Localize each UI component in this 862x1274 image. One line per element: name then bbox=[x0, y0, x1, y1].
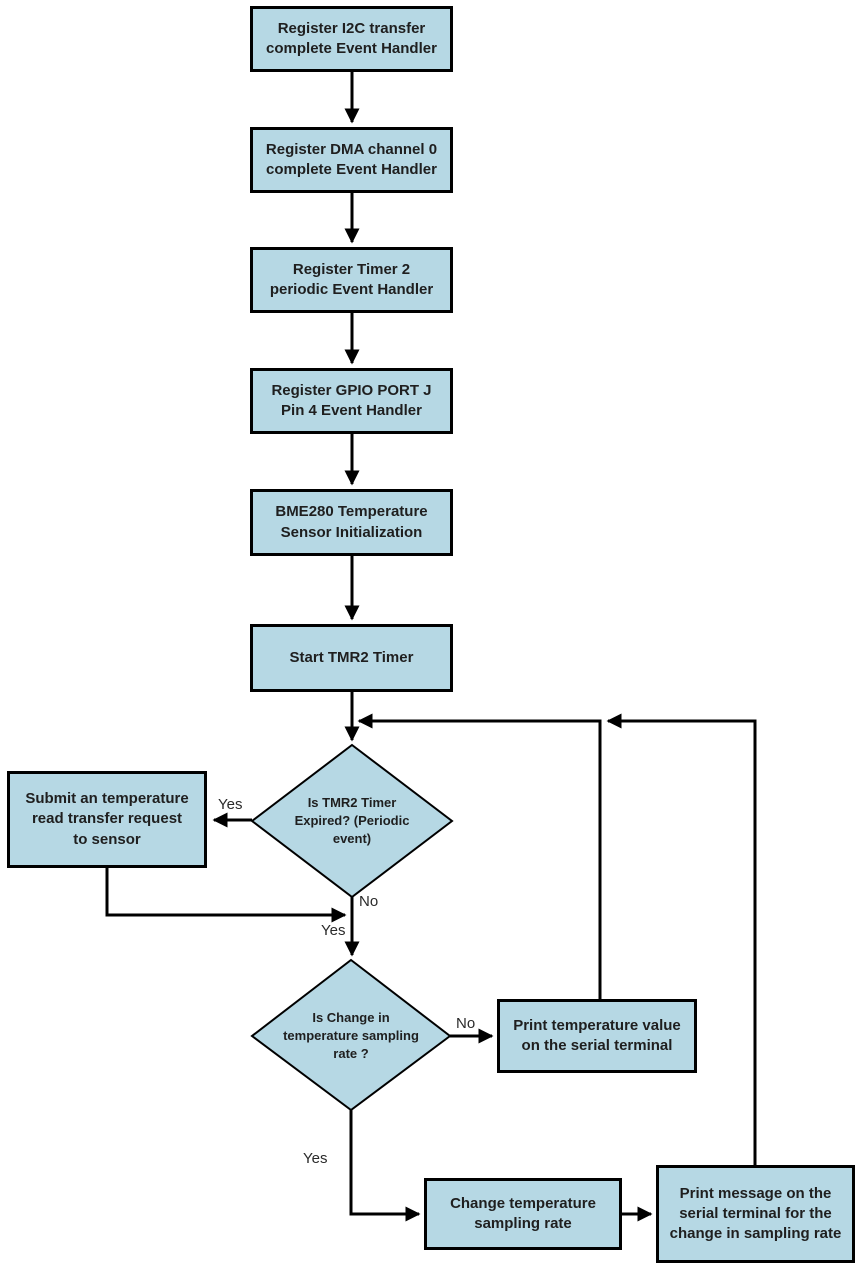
label-merge-yes: Yes bbox=[321, 922, 346, 939]
node-register-timer2: Register Timer 2 periodic Event Handler bbox=[250, 247, 453, 313]
node-print-message: Print message on the serial terminal for… bbox=[656, 1165, 855, 1263]
label-tmr2-no: No bbox=[359, 893, 379, 910]
node-start-tmr2: Start TMR2 Timer bbox=[250, 624, 453, 692]
decision-sampling-change-shape bbox=[250, 958, 452, 1112]
decision-tmr2-expired-label: Is TMR2 Timer Expired? (Periodic event) bbox=[294, 794, 410, 847]
edge-decision2-yes bbox=[349, 1110, 421, 1222]
node-bme280-init: BME280 Temperature Sensor Initialization bbox=[250, 489, 453, 556]
edge-submit-return bbox=[105, 868, 347, 923]
label-sampling-yes: Yes bbox=[303, 1150, 328, 1167]
decision-tmr2-expired-shape bbox=[250, 743, 454, 899]
node-submit-read: Submit an temperature read transfer requ… bbox=[7, 771, 207, 868]
node-register-i2c: Register I2C transfer complete Event Han… bbox=[250, 6, 453, 72]
edge-printtemp-feedback bbox=[357, 713, 602, 999]
label-sampling-no: No bbox=[456, 1015, 476, 1032]
node-change-rate: Change temperature sampling rate bbox=[424, 1178, 622, 1250]
node-register-gpio: Register GPIO PORT J Pin 4 Event Handler bbox=[250, 368, 453, 434]
node-register-dma: Register DMA channel 0 complete Event Ha… bbox=[250, 127, 453, 193]
edge-printmessage-feedback bbox=[606, 713, 757, 1165]
label-tmr2-yes: Yes bbox=[218, 796, 243, 813]
node-print-temp: Print temperature value on the serial te… bbox=[497, 999, 697, 1073]
decision-sampling-change-label: Is Change in temperature sampling rate ? bbox=[283, 1009, 419, 1062]
